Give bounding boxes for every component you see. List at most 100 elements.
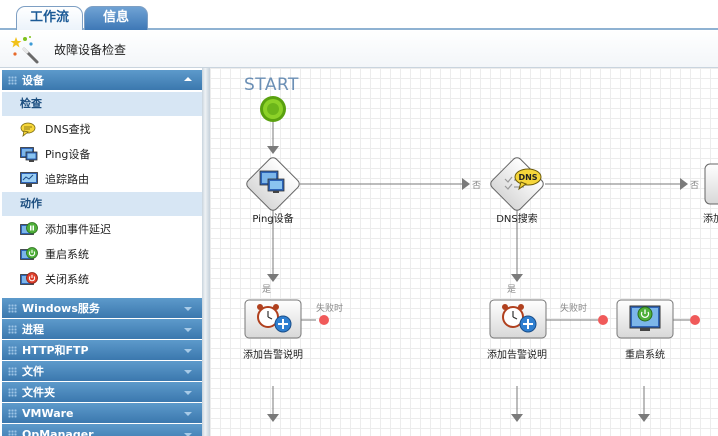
expand-arrow-icon[interactable] xyxy=(184,433,192,436)
restart-monitor-icon xyxy=(20,247,38,260)
sidebar-item-label: Ping设备 xyxy=(45,148,91,161)
magic-wand-icon xyxy=(10,36,39,64)
arrow-right-icon xyxy=(462,178,470,190)
node-label-ping: Ping设备 xyxy=(252,214,294,225)
sidebar-item-traceroute[interactable]: 追踪路由 xyxy=(2,167,202,192)
sidebar-item-ping[interactable]: Ping设备 xyxy=(2,142,202,167)
sidebar-item-shutdown[interactable]: 关闭系统 xyxy=(2,267,202,292)
grip-icon xyxy=(8,367,17,376)
collapse-arrow-icon[interactable] xyxy=(184,77,192,81)
ping-monitor-icon xyxy=(259,170,285,193)
restart-system-node[interactable] xyxy=(616,299,674,339)
tab-bar: 工作流 信息 xyxy=(0,0,718,32)
shutdown-monitor-icon xyxy=(20,272,38,285)
add-plus-icon xyxy=(519,315,537,333)
sidebar-item-label: 添加事件延迟 xyxy=(45,223,111,236)
dns-search-node[interactable]: DNS xyxy=(489,156,546,213)
title-bar: 故障设备检查 xyxy=(0,30,718,68)
edge-label-fail-2: 失败时 xyxy=(560,304,588,314)
expand-arrow-icon[interactable] xyxy=(184,307,192,311)
start-label: START xyxy=(244,75,299,95)
arrow-down-icon xyxy=(511,274,523,282)
expand-arrow-icon[interactable] xyxy=(184,391,192,395)
traceroute-monitor-icon xyxy=(20,172,38,187)
grip-icon xyxy=(8,430,17,436)
failure-port-2[interactable] xyxy=(598,315,608,325)
pause-green-icon xyxy=(20,222,38,235)
section-label: Windows服务 xyxy=(22,302,100,315)
group-action: 动作 xyxy=(2,192,202,216)
arrow-down-icon xyxy=(267,414,279,422)
workflow-diagram: DNS xyxy=(244,96,718,422)
alarm-clock-icon xyxy=(257,304,279,328)
arrow-down-icon xyxy=(267,146,279,154)
start-node[interactable] xyxy=(260,96,286,122)
section-processes[interactable]: 进程 xyxy=(2,319,202,340)
grip-icon xyxy=(8,409,17,418)
sidebar-item-dns-lookup[interactable]: DNS查找 xyxy=(2,117,202,142)
sidebar-item-label: DNS查找 xyxy=(45,123,91,136)
edge-label-yes-2: 是 xyxy=(507,285,517,295)
grip-icon xyxy=(8,304,17,313)
arrow-down-icon xyxy=(638,414,650,422)
sidebar-item-label: 关闭系统 xyxy=(45,273,89,286)
section-http-ftp[interactable]: HTTP和FTP xyxy=(2,340,202,361)
ping-monitor-icon xyxy=(20,147,38,162)
add-plus-icon xyxy=(274,315,292,333)
failure-port-3[interactable] xyxy=(690,315,700,325)
sidebar: 设备 检查 DNS查找 Ping设备 xyxy=(0,68,202,436)
node-label-alarm-2: 添加告警说明 xyxy=(487,350,547,361)
failure-port-1[interactable] xyxy=(319,315,329,325)
tab-info[interactable]: 信息 xyxy=(84,6,148,30)
expand-arrow-icon[interactable] xyxy=(184,412,192,416)
workflow-canvas[interactable]: START xyxy=(210,68,718,436)
section-folders[interactable]: 文件夹 xyxy=(2,382,202,403)
section-label: VMWare xyxy=(22,407,74,420)
grip-icon xyxy=(8,325,17,334)
section-label: HTTP和FTP xyxy=(22,344,89,357)
section-label: 进程 xyxy=(22,323,44,336)
add-alarm-node-1[interactable] xyxy=(244,299,302,339)
section-vmware[interactable]: VMWare xyxy=(2,403,202,424)
page-title: 故障设备检查 xyxy=(54,43,127,57)
edge-label-yes-1: 是 xyxy=(262,285,272,295)
section-label: 文件夹 xyxy=(22,386,55,399)
expand-arrow-icon[interactable] xyxy=(184,349,192,353)
expand-arrow-icon[interactable] xyxy=(184,370,192,374)
sidebar-item-label: 重启系统 xyxy=(45,248,89,261)
grip-icon xyxy=(8,388,17,397)
node-label-next-partial: 添加 xyxy=(703,214,718,225)
arrow-down-icon xyxy=(267,274,279,282)
group-check: 检查 xyxy=(2,92,202,116)
grip-icon xyxy=(8,346,17,355)
arrow-down-icon xyxy=(511,414,523,422)
edge-label-no-1: 否 xyxy=(472,181,482,191)
tab-workflow[interactable]: 工作流 xyxy=(16,6,83,32)
node-label-dns: DNS搜索 xyxy=(496,214,538,225)
add-alarm-node-2[interactable] xyxy=(489,299,547,339)
expand-arrow-icon[interactable] xyxy=(184,328,192,332)
edge-label-fail-1: 失败时 xyxy=(316,304,344,314)
section-label: 文件 xyxy=(22,365,44,378)
sidebar-splitter[interactable] xyxy=(202,68,210,436)
section-windows-services[interactable]: Windows服务 xyxy=(2,298,202,319)
ping-device-node[interactable] xyxy=(245,156,302,213)
node-label-alarm-1: 添加告警说明 xyxy=(243,350,303,361)
section-files[interactable]: 文件 xyxy=(2,361,202,382)
sidebar-item-add-delay[interactable]: 添加事件延迟 xyxy=(2,217,202,242)
next-node-partial[interactable] xyxy=(704,163,718,205)
edge-label-no-2: 否 xyxy=(690,181,700,191)
node-label-restart: 重启系统 xyxy=(625,350,665,361)
section-devices-label: 设备 xyxy=(22,74,44,87)
alarm-clock-icon xyxy=(502,304,524,328)
arrow-right-icon xyxy=(680,178,688,190)
section-devices[interactable]: 设备 xyxy=(2,70,202,91)
section-opmanager[interactable]: OpManager xyxy=(2,424,202,436)
sidebar-item-label: 追踪路由 xyxy=(45,173,89,186)
grip-icon xyxy=(8,76,17,85)
dns-bubble-icon xyxy=(20,122,36,137)
dns-bubble-icon: DNS xyxy=(514,168,542,191)
svg-text:DNS: DNS xyxy=(518,173,537,182)
sidebar-item-restart[interactable]: 重启系统 xyxy=(2,242,202,267)
